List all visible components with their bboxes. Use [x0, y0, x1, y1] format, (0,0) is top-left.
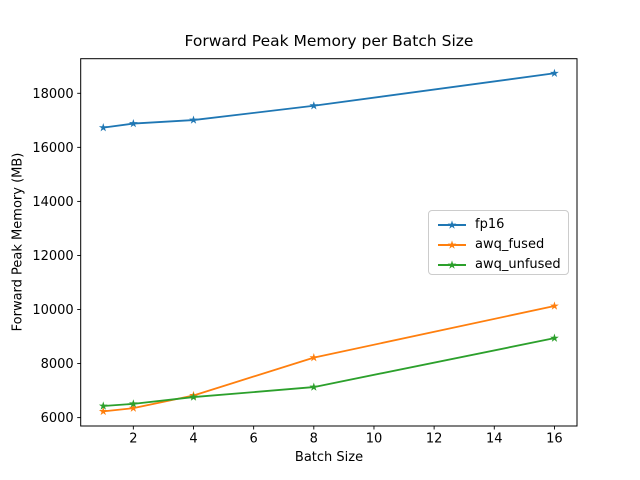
y-tick-label: 10000 [32, 303, 73, 318]
series-line-awq_unfused [102, 337, 556, 407]
x-tick-label: 14 [486, 432, 503, 447]
x-tick-label: 6 [250, 432, 258, 447]
axis-ticks: 2 4 6 8 10 12 14 16 6000 8000 10000 12000 14000 16000… [32, 87, 562, 447]
y-axis-label: Forward Peak Memory (MB) [10, 152, 26, 332]
series-line-awq_fused [102, 305, 556, 413]
marker-star-fp16 [309, 101, 319, 110]
chart-title: Forward Peak Memory per Batch Size [184, 32, 474, 50]
y-tick-label: 14000 [32, 195, 73, 210]
y-tick-label: 6000 [41, 411, 74, 426]
series-fp16 [98, 68, 559, 132]
x-tick-label: 8 [310, 432, 318, 447]
x-tick-label: 10 [366, 432, 383, 447]
plot-frame [80, 58, 578, 427]
series-awq_unfused [98, 333, 559, 410]
series-line-fp16 [102, 72, 556, 129]
y-tick-label: 16000 [32, 141, 73, 156]
legend-entry-fp16: fp16 [437, 215, 568, 234]
legend-sample-awq_unfused [438, 259, 466, 269]
y-tick-label: 18000 [32, 87, 73, 102]
legend-label-fp16: fp16 [475, 217, 505, 232]
marker-star-awq_fused [550, 301, 559, 310]
marker-star-awq_fused [128, 403, 138, 412]
legend-label-awq_fused: awq_fused [475, 237, 545, 252]
legend-entry-awq_fused: awq_fused [437, 235, 568, 254]
marker-star-awq_fused [309, 353, 319, 362]
legend-star-icon [447, 219, 457, 229]
legend-star-icon [447, 239, 457, 249]
marker-star-awq_unfused [550, 333, 559, 342]
legend-label-awq_unfused: awq_unfused [475, 257, 561, 272]
marker-star-awq_unfused [309, 382, 319, 391]
legend: fp16 awq_fused awq_unfused [428, 210, 569, 275]
y-tick-label: 12000 [32, 249, 73, 264]
x-tick-label: 4 [189, 432, 197, 447]
x-tick-label: 12 [426, 432, 443, 447]
legend-sample-fp16 [438, 219, 466, 229]
x-tick-label: 16 [546, 432, 563, 447]
marker-star-fp16 [98, 123, 108, 132]
marker-star-awq_unfused [98, 401, 108, 410]
marker-star-awq_unfused [128, 399, 138, 408]
legend-star-icon [447, 259, 457, 269]
y-tick-label: 8000 [41, 357, 74, 372]
x-tick-label: 2 [129, 432, 137, 447]
marker-star-fp16 [550, 68, 559, 78]
marker-star-awq_fused [98, 406, 108, 416]
legend-entry-awq_unfused: awq_unfused [437, 255, 568, 274]
legend-sample-awq_fused [438, 239, 466, 249]
x-axis-label: Batch Size [294, 450, 364, 465]
series-awq_fused [98, 301, 559, 416]
marker-star-fp16 [189, 115, 198, 124]
marker-star-fp16 [128, 118, 138, 128]
marker-star-awq_unfused [189, 392, 198, 401]
